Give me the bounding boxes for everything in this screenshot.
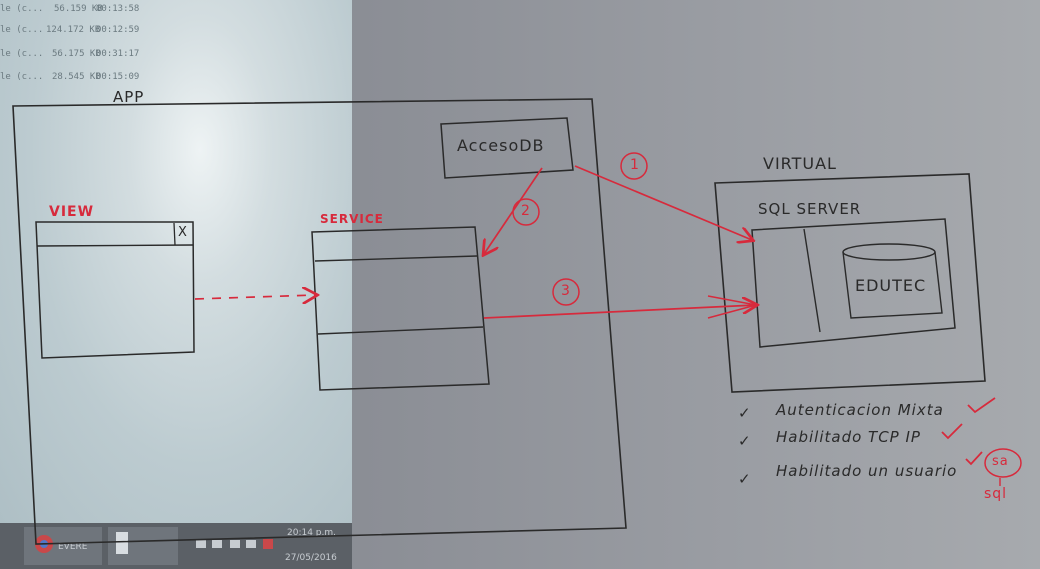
app-icon — [116, 532, 128, 554]
sa-circle — [984, 448, 1022, 478]
edutec-database-icon — [842, 243, 943, 319]
step-1-label: 1 — [630, 157, 640, 173]
accesodb-box — [440, 117, 574, 179]
sa-label: sa — [992, 454, 1009, 469]
service-to-sqlserver-arrow — [483, 305, 756, 319]
step-1-circle — [620, 152, 648, 180]
accesodb-label: AccesoDB — [457, 136, 545, 155]
red-check-icon — [965, 451, 983, 466]
step-2-circle — [512, 198, 540, 226]
accesodb-to-sqlserver-arrow — [574, 165, 752, 240]
sqlserver-label: SQL SERVER — [758, 200, 862, 218]
sql-label: sql — [984, 486, 1008, 502]
projected-clock-date: 27/05/2016 — [285, 553, 337, 563]
view-window — [35, 221, 195, 359]
list-item-check: ✓ — [738, 470, 752, 488]
step-3-circle — [552, 278, 580, 306]
step-3-label: 3 — [561, 283, 571, 299]
step-2-label: 2 — [521, 203, 531, 219]
app-label: APP — [113, 88, 145, 106]
projected-clock-time: 20:14 p.m. — [287, 528, 336, 538]
view-close-mark: X — [178, 225, 188, 240]
list-item: Habilitado un usuario — [776, 462, 958, 480]
edutec-label: EDUTEC — [855, 276, 927, 295]
red-check-icon — [941, 423, 963, 440]
virtual-label: VIRTUAL — [763, 154, 837, 173]
view-to-service-arrow — [194, 295, 316, 299]
list-item: Autenticacion Mixta — [776, 401, 944, 419]
service-label: SERVICE — [320, 212, 384, 226]
view-label: VIEW — [49, 204, 95, 220]
app-container — [12, 98, 627, 545]
list-item: Habilitado TCP IP — [776, 428, 921, 446]
list-item-check: ✓ — [738, 432, 752, 450]
projected-screen — [0, 0, 352, 523]
virtual-box — [714, 173, 986, 393]
red-check-icon — [967, 397, 996, 414]
projected-taskbar-label: EVERE — [58, 542, 88, 552]
service-box — [311, 226, 490, 391]
list-item-check: ✓ — [738, 404, 752, 422]
system-tray-icons — [196, 539, 273, 549]
